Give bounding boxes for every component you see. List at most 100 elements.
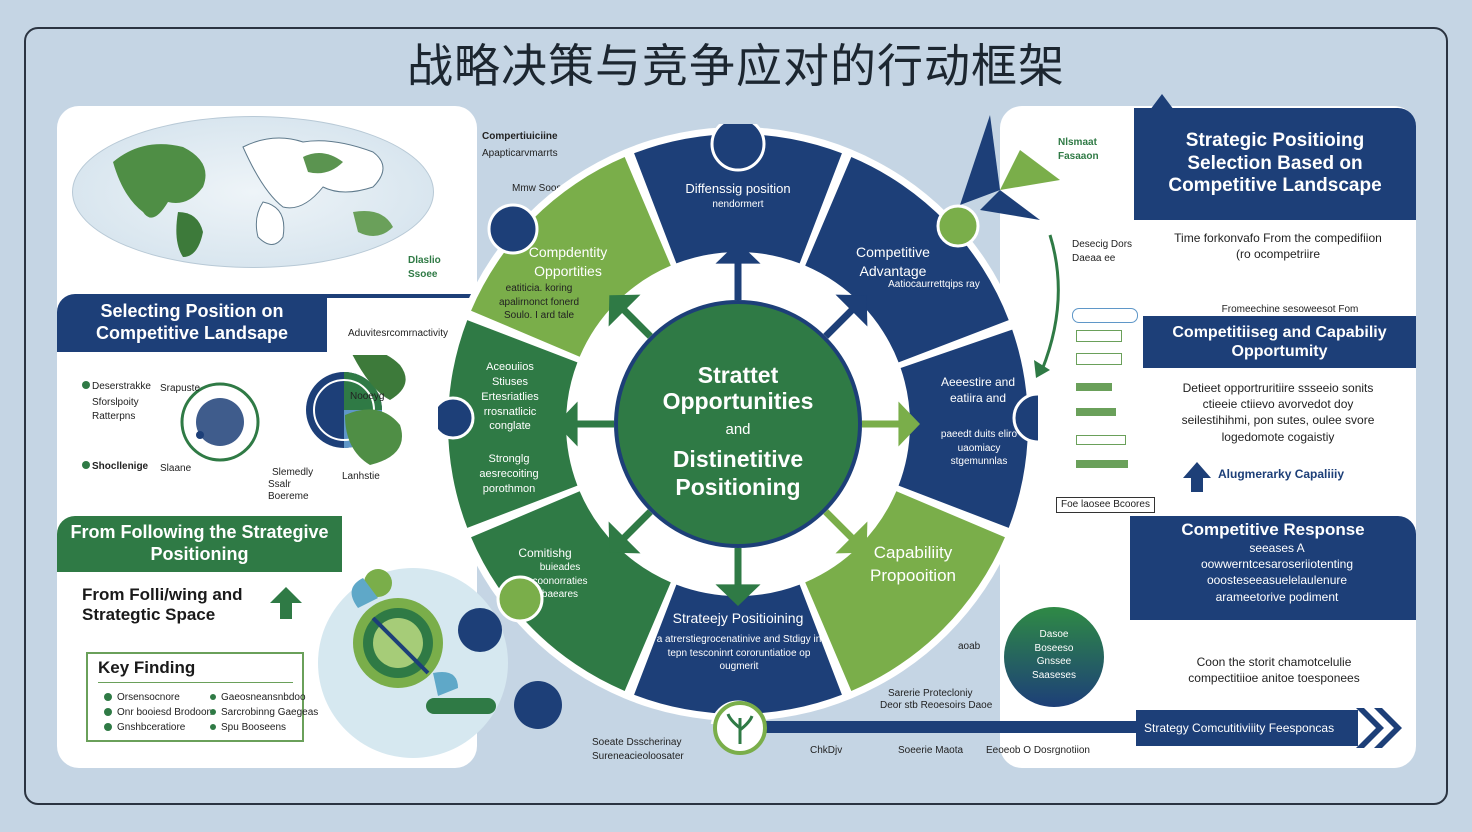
seg-upper-right-title: Competitive Advantage [856,244,930,279]
segment-bottom [634,584,842,714]
response-circle [1004,607,1104,707]
segment-top [634,134,842,264]
bottom-mark-2: Soeerie Maota [898,745,964,756]
key-finding-item-3: Gnshbceratiore [104,721,185,735]
chevron-right-icon [1356,708,1402,748]
target-illustration [318,568,562,758]
outer-frame [24,27,1448,805]
s1-label-11: Ssalr [268,479,291,490]
bottom-bar-label: Strategy Comcutitiviiity Feesponcas [1144,720,1335,735]
right-section3-header-box [1130,516,1416,620]
right-section3-footer-b: Deor stb Reoesoirs Daoe [880,700,993,711]
seg-upper-right-sub: Aatiocaurrettqips ray [888,279,980,290]
seg-upper-left-sub: eatiticia. koring apalirnonct fonerd Sou… [498,283,580,321]
direction-arrow-head-icon [835,521,868,554]
bullet-icon [104,723,112,732]
wheel-east-badge-icon [1012,392,1038,444]
key-finding-box [86,652,304,742]
seg-left-title: Aceouiios Stiuses Ertesriatlies rrosnatl… [481,361,539,433]
key-finding-item-5: Sarcrobinng Gaegeas [210,706,318,720]
bottom-plant-icon [713,701,767,755]
s1-label-2: Srapuste [160,383,201,394]
s1-label-9: Lanhstie [342,471,380,482]
bottom-mark-1: ChkDjv [810,745,843,756]
seg-bottom-sub: a atrerstiegrocenatinive and Stdigy in t… [656,634,822,672]
segment-lower-right [805,491,1005,691]
s1-label-12: Boereme [268,491,309,502]
seg-lower-right-title: Capabiliity Propooition [869,543,956,585]
seg-right-title: Aeeestire and eatiira and [940,375,1016,406]
right-section3-footer-c: aoab [958,641,981,652]
pill-6 [1076,435,1126,445]
wheel-right-badge-icon [936,204,980,248]
pill-1 [1072,308,1138,323]
seg-top-title: Diffenssig position [685,181,791,196]
strategy-wheel [438,124,1038,724]
bottom-timeline-line [740,721,1140,733]
key-finding-item-text: Gaeosneansnbdoo [221,692,306,703]
world-map-shapes [113,137,393,257]
right-section2-pre: Fromeechine sesoweesot Fom [1221,304,1359,315]
wheel-left-badge-icon [487,203,539,255]
right-section1-header: Strategic Positioing Selection Based on … [1134,108,1416,220]
direction-arrow-head-icon [715,242,761,264]
right-section1-note: Desecig Dors Daeaa ee [1072,239,1133,264]
key-finding-item-text: Spu Booseens [221,722,287,733]
segment-lower-left [471,491,671,691]
segment-right [898,329,1028,528]
bullet-icon [104,693,112,702]
seg-lower-left-sub: buieades coonorraties baeares [532,562,588,600]
s1-label-10: Slemedly [272,467,314,478]
pill-3 [1076,353,1122,365]
direction-arrow-head-icon [556,401,578,447]
key-finding-rule [98,682,293,683]
right-section2-bottom-note: Foe laosee Bcoores [1056,497,1155,513]
center-line2: Opportunities [662,388,814,414]
seg-right-sub: paeedt duits eliro uaomiacy stgemunnlas [940,429,1018,467]
center-line4: Distinetitive [672,446,804,472]
world-map [72,116,434,268]
seg-top-sub: nendormert [712,199,764,210]
direction-arrow-head-icon [715,584,761,606]
pill-7 [1076,460,1128,468]
bullet-icon [210,709,216,716]
s1-label-4: Ratterpns [92,411,136,422]
wheel-west-badge-icon [438,396,475,440]
pill-4 [1076,383,1112,391]
key-finding-item-6: Spu Booseens [210,721,286,735]
direction-arrow-head-icon [608,521,641,554]
left-section2-header: From Following the Strategive Positionin… [57,516,342,572]
key-finding-item-2: Onr booiesd Brodoon [104,706,212,720]
map-label-1: Compertiuiciine [482,131,558,142]
seg-upper-left-title: Compdentity Opportities [528,244,608,279]
seg-lower-left-title: Comitishg [518,546,572,560]
right-section3-note: Coon the storit chamotcelulie compectiti… [1188,655,1360,686]
key-finding-item-4: Gaeosneansnbdoo [210,691,306,705]
key-finding-item-1: Orsensocnore [104,691,180,705]
s1-label-8: Nooeyg [350,391,385,402]
left-section1-graphics [82,355,406,469]
right-section1-tag: Nlsmaat Fasaaon [1058,137,1099,162]
response-circle-text: Dasoe Boseeso Gnssee Saaseses [1032,629,1076,681]
map-label-3: Mmw Soosses [512,183,578,194]
bottom-bar: Strategy Comcutitiviiity Feesponcas [1136,710,1358,746]
map-label-4: Dlaslio Ssoee [408,255,441,280]
segment-left [448,320,578,528]
left-section1-band [327,294,477,298]
right-section1-sub: Time forkonvafo From the compedifiion (r… [1174,231,1382,262]
right-up-arrow-icon [1183,462,1211,492]
right-section3-body: seeases A oowwerntcesaroseriiotenting oo… [1200,541,1354,604]
pill-2 [1076,330,1122,342]
left-section1-header: Selecting Position on Competitive Landsa… [57,294,327,352]
s1-label-5: Shocllenige [92,461,149,472]
right-section3-footer-a: Sarerie Protecloniy [888,688,973,699]
right-section2-arrow-label: Alugmerarky Capaliiiy [1218,467,1345,481]
pill-5 [1076,408,1116,416]
right-section2-header: Competitiiseg and Capabiliy Opportumity [1143,316,1416,368]
direction-arrow-head-icon [898,401,920,447]
s1-label-6: Slaane [160,463,192,474]
s1-label-1: Deserstrakke [92,381,151,392]
right-section3-header: Competitive Response [1181,520,1365,539]
center-line5: Positioning [675,474,801,500]
center-line1: Strattet [697,362,779,388]
